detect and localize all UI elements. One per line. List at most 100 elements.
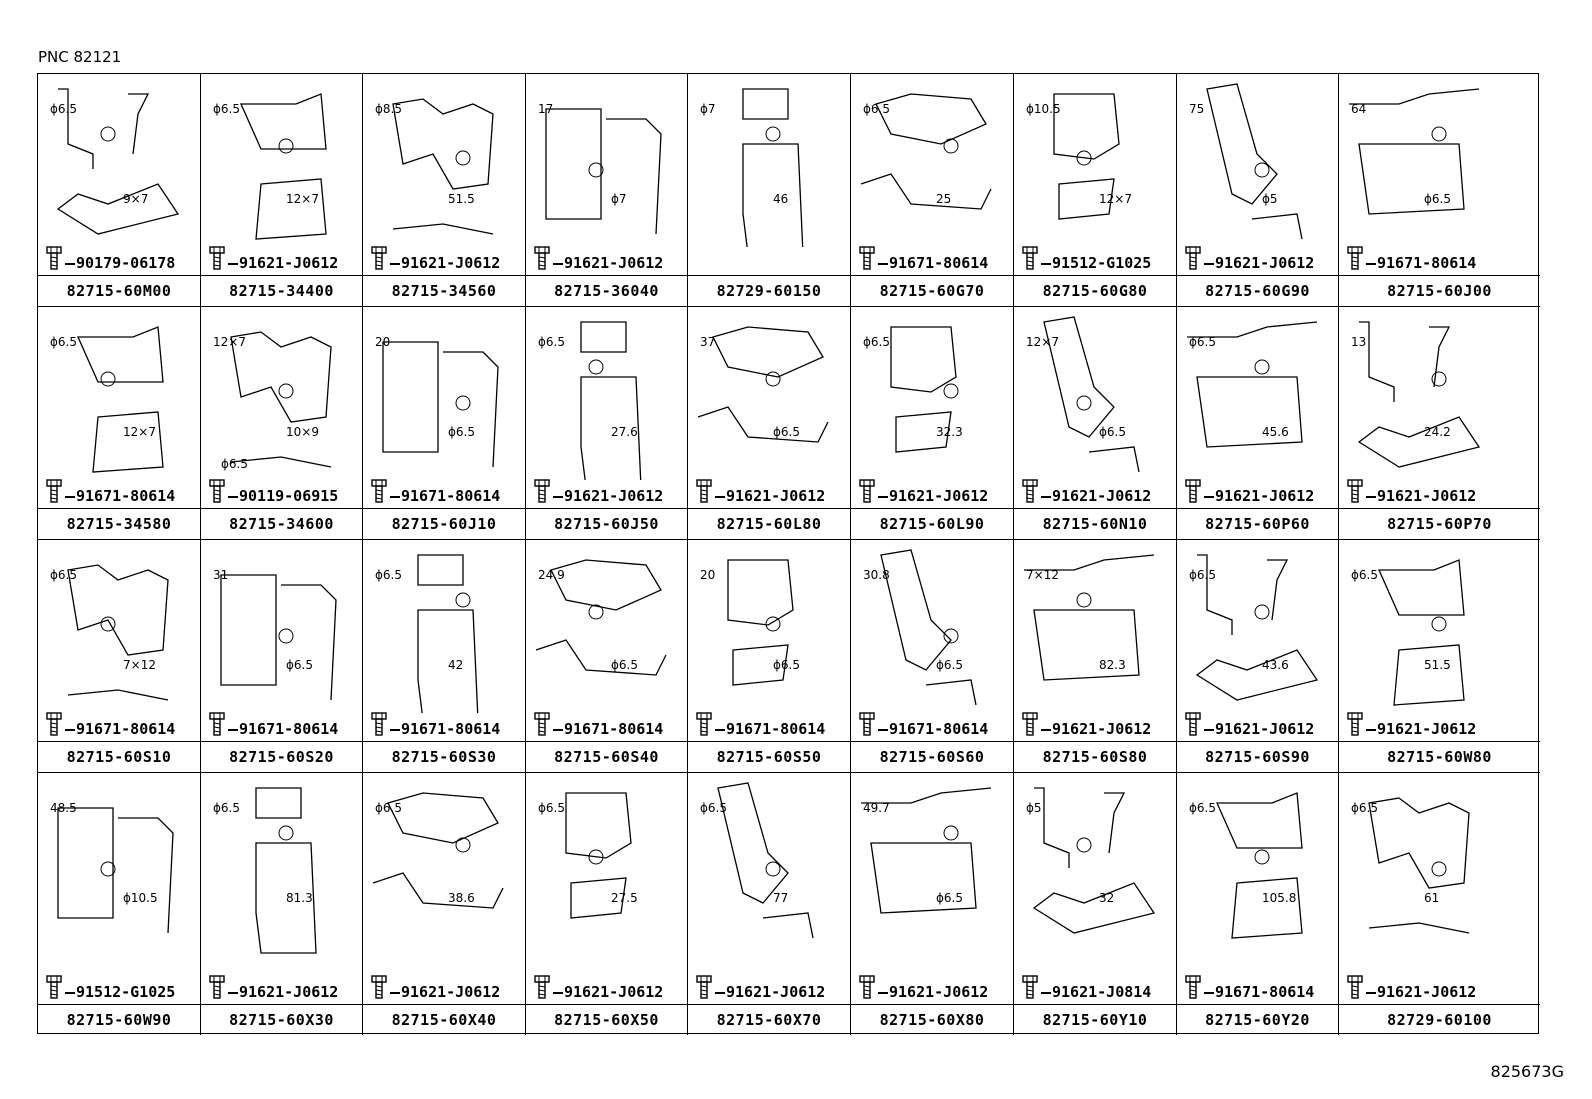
part-number[interactable]: 82715-34560: [363, 275, 525, 306]
part-number[interactable]: 82715-60G80: [1014, 275, 1176, 306]
bolt-icon: [1347, 246, 1363, 270]
part-number[interactable]: 82715-60J10: [363, 508, 525, 539]
bolt-callout: 91671-80614: [228, 720, 338, 738]
dimension-label: 25: [936, 192, 952, 206]
part-number[interactable]: 82715-60G70: [851, 275, 1013, 306]
part-number[interactable]: 82715-34600: [201, 508, 362, 539]
part-number[interactable]: 82715-60S50: [688, 741, 850, 772]
part-number[interactable]: 82715-60X50: [526, 1004, 687, 1035]
bolt-icon: [534, 479, 550, 503]
bracket-drawing: [255, 787, 317, 954]
part-number[interactable]: 82715-60X70: [688, 1004, 850, 1035]
dimension-label: ϕ6.5: [50, 568, 77, 582]
part-number[interactable]: 82715-60G90: [1177, 275, 1338, 306]
part-number[interactable]: 82715-60Y20: [1177, 1004, 1338, 1035]
dimension-label: ϕ6.5: [863, 102, 890, 116]
part-number[interactable]: 82715-60J00: [1339, 275, 1540, 306]
dimension-label: ϕ6.5: [221, 457, 248, 471]
part-number[interactable]: 82715-34580: [38, 508, 200, 539]
part-number[interactable]: 82715-60X40: [363, 1004, 525, 1035]
part-number[interactable]: 82715-60P70: [1339, 508, 1540, 539]
bracket-drawing: [76, 326, 164, 473]
figure-code: 825673G: [1490, 1062, 1564, 1081]
part-number[interactable]: 82715-60S80: [1014, 741, 1176, 772]
dimension-label: 24.9: [538, 568, 565, 582]
part-number[interactable]: 82715-60X80: [851, 1004, 1013, 1035]
part-number[interactable]: 82715-60S20: [201, 741, 362, 772]
part-number[interactable]: 82715-60L80: [688, 508, 850, 539]
part-number[interactable]: 82715-60S10: [38, 741, 200, 772]
dimension-label: 31: [213, 568, 229, 582]
part-number[interactable]: 82715-60W80: [1339, 741, 1540, 772]
part-number[interactable]: 82715-60M00: [38, 275, 200, 306]
part-number[interactable]: 82715-60J50: [526, 508, 687, 539]
bolt-callout: 91621-J0612: [1366, 983, 1476, 1001]
dimension-label: 12×7: [123, 425, 156, 439]
bolt-callout: 91512-G1025: [1041, 254, 1151, 272]
dimension-label: 48.5: [50, 801, 77, 815]
part-number[interactable]: 82715-60P60: [1177, 508, 1338, 539]
part-number[interactable]: 82715-60S40: [526, 741, 687, 772]
bolt-icon: [1022, 975, 1038, 999]
part-number[interactable]: 82729-60150: [688, 275, 850, 306]
bolt-icon: [371, 479, 387, 503]
part-number[interactable]: 82715-60W90: [38, 1004, 200, 1035]
part-number[interactable]: 82715-36040: [526, 275, 687, 306]
part-number[interactable]: 82729-60100: [1339, 1004, 1540, 1035]
dimension-label: 12×7: [1026, 335, 1059, 349]
bolt-callout: 91671-80614: [715, 720, 825, 738]
bolt-callout: 91671-80614: [65, 487, 175, 505]
part-number[interactable]: 82715-60S60: [851, 741, 1013, 772]
bolt-icon: [1185, 975, 1201, 999]
dimension-label: ϕ6.5: [1189, 801, 1216, 815]
part-number[interactable]: 82715-34400: [201, 275, 362, 306]
bracket-drawing: [1215, 792, 1303, 939]
part-number[interactable]: 82715-60Y10: [1014, 1004, 1176, 1035]
part-number[interactable]: 82715-60S30: [363, 741, 525, 772]
bolt-callout: 91621-J0612: [390, 254, 500, 272]
part-number[interactable]: 82715-60N10: [1014, 508, 1176, 539]
bracket-drawing: [417, 554, 479, 713]
part-number[interactable]: 82715-60S90: [1177, 741, 1338, 772]
part-number[interactable]: 82715-60X30: [201, 1004, 362, 1035]
bolt-icon: [1185, 479, 1201, 503]
bolt-callout: 91671-80614: [1204, 983, 1314, 1001]
part-number[interactable]: 82715-60L90: [851, 508, 1013, 539]
